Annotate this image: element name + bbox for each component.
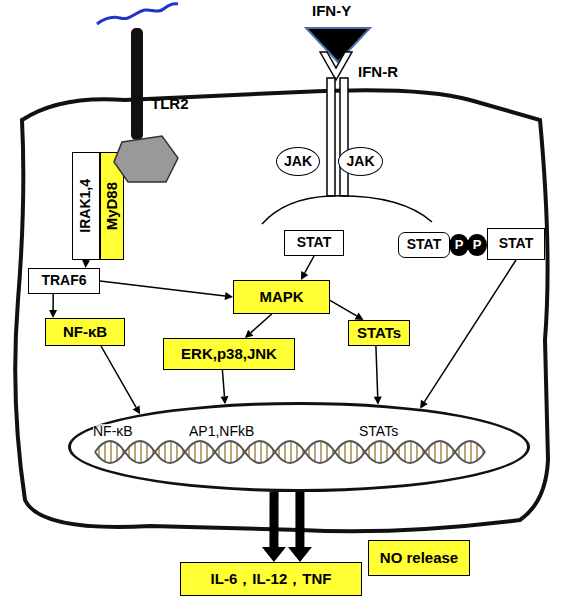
node-text: IRAK1,4 — [78, 179, 93, 233]
signal-arrow — [245, 314, 272, 338]
dna-strand — [95, 441, 485, 463]
connector-line — [424, 260, 516, 402]
arrow-head — [220, 396, 228, 404]
connector-line — [330, 300, 357, 316]
ifn-receptor-chain — [340, 78, 348, 196]
signal-arrow — [220, 370, 228, 404]
tlr2-receptor-bar — [131, 28, 143, 140]
signal-arrow — [301, 256, 314, 280]
bacterium-squiggle — [97, 4, 178, 24]
node-text: NF-κB — [93, 424, 133, 439]
arrow-head — [82, 260, 90, 268]
receptor-label: TLR2 — [151, 96, 189, 113]
node-text: MyD88 — [104, 182, 121, 230]
arrow-head — [288, 547, 312, 562]
node-text: P — [473, 238, 482, 252]
process-box: STATs — [348, 320, 410, 346]
signal-arrow — [330, 300, 364, 320]
jak-oval: JAK — [276, 147, 320, 176]
dna-rungs — [95, 441, 485, 463]
connector-line — [222, 370, 224, 396]
phosphate-circle: P — [467, 234, 487, 256]
signal-arrow — [100, 281, 233, 300]
signal-arrow — [374, 346, 382, 405]
process-box: NF-κB — [45, 318, 125, 346]
node-text: STATs — [357, 325, 401, 342]
connector-line — [295, 492, 304, 547]
signal-arrow — [420, 260, 516, 409]
dna-strand — [95, 441, 485, 463]
arrow-head — [355, 313, 364, 320]
connector-line — [305, 256, 314, 273]
connector-line — [269, 492, 278, 547]
node-text: MAPK — [259, 289, 303, 306]
arrow-head — [374, 397, 382, 405]
arrow-head — [420, 400, 428, 409]
node-text: NO release — [380, 550, 458, 567]
output-box: IL-6，IL-12，TNF — [180, 562, 362, 596]
connector-line — [101, 346, 136, 407]
connector-line — [100, 281, 225, 296]
arrow-head — [225, 292, 233, 300]
connector-line — [52, 294, 54, 310]
node-text: AP1,NFkB — [189, 424, 254, 439]
stat-box: STAT — [284, 230, 344, 256]
signal-arrow — [82, 260, 90, 268]
connector-line — [251, 314, 272, 333]
node-text: NF-κB — [63, 324, 107, 341]
ligand-label: IFN-Y — [312, 3, 351, 20]
ifn-gamma-triangle — [306, 28, 370, 62]
arrow-head — [245, 330, 254, 338]
ifn-receptor-cup — [320, 52, 352, 80]
jak-oval: JAK — [338, 147, 383, 176]
cell-membrane — [15, 90, 548, 531]
arrow-head — [301, 271, 308, 280]
process-box: TRAF6 — [28, 268, 100, 294]
receptor-dome — [262, 196, 432, 224]
output-box: NO release — [368, 540, 470, 576]
node-text: STATs — [359, 424, 398, 439]
signal-arrow — [49, 294, 57, 318]
node-text: STAT — [297, 235, 331, 250]
adaptor-box: IRAK1,4 — [72, 152, 100, 260]
node-text: STAT — [407, 237, 441, 252]
tlr2-adaptor-hexagon — [114, 136, 178, 182]
phosphate-circle: P — [449, 234, 469, 256]
process-box: ERK,p38,JNK — [163, 338, 295, 370]
connector-line — [376, 346, 378, 397]
arrow-head — [49, 310, 57, 318]
arrow-head — [262, 547, 286, 562]
stat-box: STAT — [487, 228, 545, 260]
connector-line — [85, 259, 87, 261]
node-text: P — [455, 238, 464, 252]
arrow-head — [133, 405, 140, 414]
process-box: MAPK — [233, 280, 330, 314]
node-text: JAK — [284, 154, 312, 169]
receptor-label: IFN-R — [358, 64, 398, 81]
node-text: IL-6，IL-12，TNF — [211, 571, 332, 588]
thick-arrow — [262, 492, 286, 562]
node-text: JAK — [346, 154, 374, 169]
node-text: TRAF6 — [41, 273, 86, 288]
node-text: ERK,p38,JNK — [181, 346, 277, 363]
nucleus-ellipse: NF-κB AP1,NFkB STATs — [68, 402, 530, 492]
node-text: STAT — [499, 236, 533, 251]
signal-arrow — [101, 346, 140, 414]
ifn-receptor-chain — [327, 78, 335, 196]
stat-box: STAT — [398, 232, 450, 258]
adaptor-box: MyD88 — [100, 152, 124, 260]
thick-arrow — [288, 492, 312, 562]
